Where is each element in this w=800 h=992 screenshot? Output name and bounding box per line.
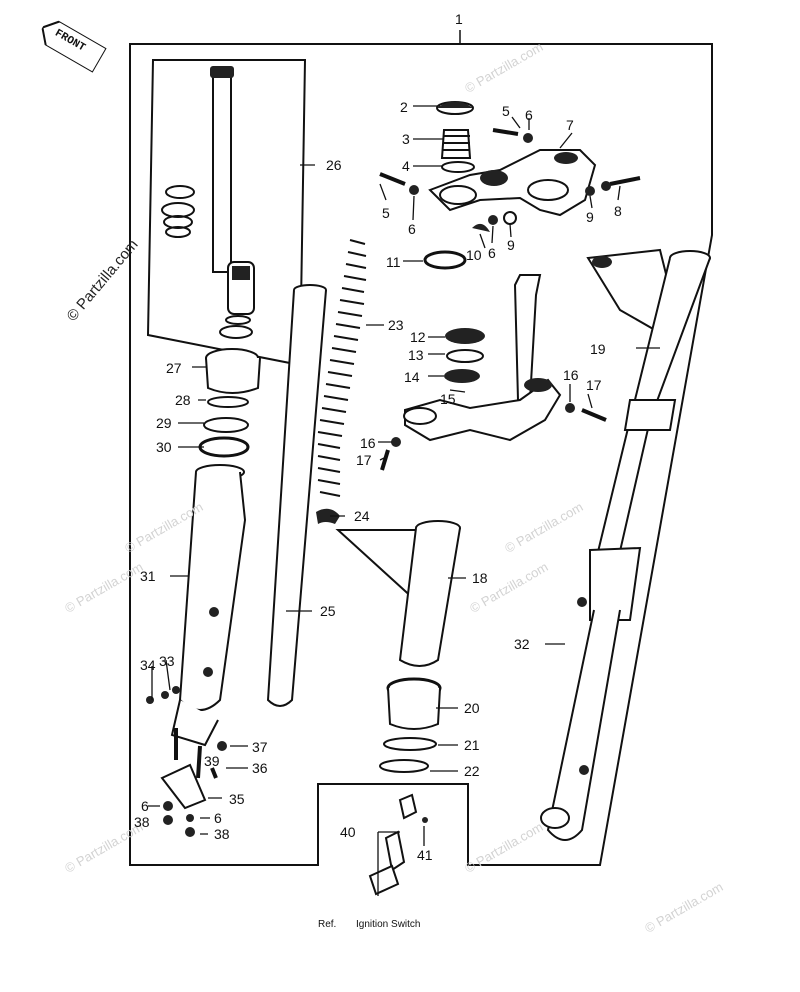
ref-label: Ref. (318, 919, 337, 930)
callout-6d: 6 (141, 798, 149, 814)
callout-31: 31 (140, 568, 156, 584)
callout-29: 29 (156, 415, 172, 431)
front-direction-arrow: FRONT (35, 15, 108, 74)
callout-6c: 6 (488, 245, 496, 261)
callout-40: 40 (340, 824, 356, 840)
spring-23 (317, 239, 367, 497)
callout-17a: 17 (586, 377, 602, 393)
callout-26: 26 (326, 157, 342, 173)
callout-12: 12 (410, 329, 426, 345)
callout-37: 37 (252, 739, 268, 755)
callout-34: 34 (140, 657, 156, 673)
callout-6e: 6 (214, 810, 222, 826)
callout-32: 32 (514, 636, 530, 652)
callout-3: 3 (402, 131, 410, 147)
callout-18: 18 (472, 570, 488, 586)
callout-5b: 5 (382, 205, 390, 221)
callout-5a: 5 (502, 103, 510, 119)
callout-24: 24 (354, 508, 370, 524)
callout-17b: 17 (356, 452, 372, 468)
callout-6b: 6 (408, 221, 416, 237)
callout-39: 39 (204, 753, 220, 769)
callout-2: 2 (400, 99, 408, 115)
callout-8: 8 (614, 203, 622, 219)
callout-1: 1 (455, 11, 463, 27)
callout-9a: 9 (586, 209, 594, 225)
callout-16a: 16 (563, 367, 579, 383)
callout-30: 30 (156, 439, 172, 455)
callout-6a: 6 (525, 107, 533, 123)
callout-21: 21 (464, 737, 480, 753)
callout-20: 20 (464, 700, 480, 716)
callout-25: 25 (320, 603, 336, 619)
callout-33: 33 (159, 653, 175, 669)
ref-caption: Ignition Switch (356, 919, 421, 930)
callout-22: 22 (464, 763, 480, 779)
callout-15: 15 (440, 391, 456, 407)
callout-9b: 9 (507, 237, 515, 253)
callout-23: 23 (388, 317, 404, 333)
callout-10: 10 (466, 247, 482, 263)
callout-27: 27 (166, 360, 182, 376)
callout-28: 28 (175, 392, 191, 408)
callout-38a: 38 (134, 814, 150, 830)
callout-7: 7 (566, 117, 574, 133)
callout-13: 13 (408, 347, 424, 363)
inner-rod (212, 71, 232, 273)
callout-41: 41 (417, 847, 433, 863)
callout-11: 11 (386, 254, 401, 270)
callout-35: 35 (229, 791, 245, 807)
assembly-outline (129, 43, 713, 866)
callout-14: 14 (404, 369, 420, 385)
callout-4: 4 (402, 158, 410, 174)
callout-36: 36 (252, 760, 268, 776)
callout-38b: 38 (214, 826, 230, 842)
callout-16b: 16 (360, 435, 376, 451)
callout-19: 19 (590, 341, 606, 357)
